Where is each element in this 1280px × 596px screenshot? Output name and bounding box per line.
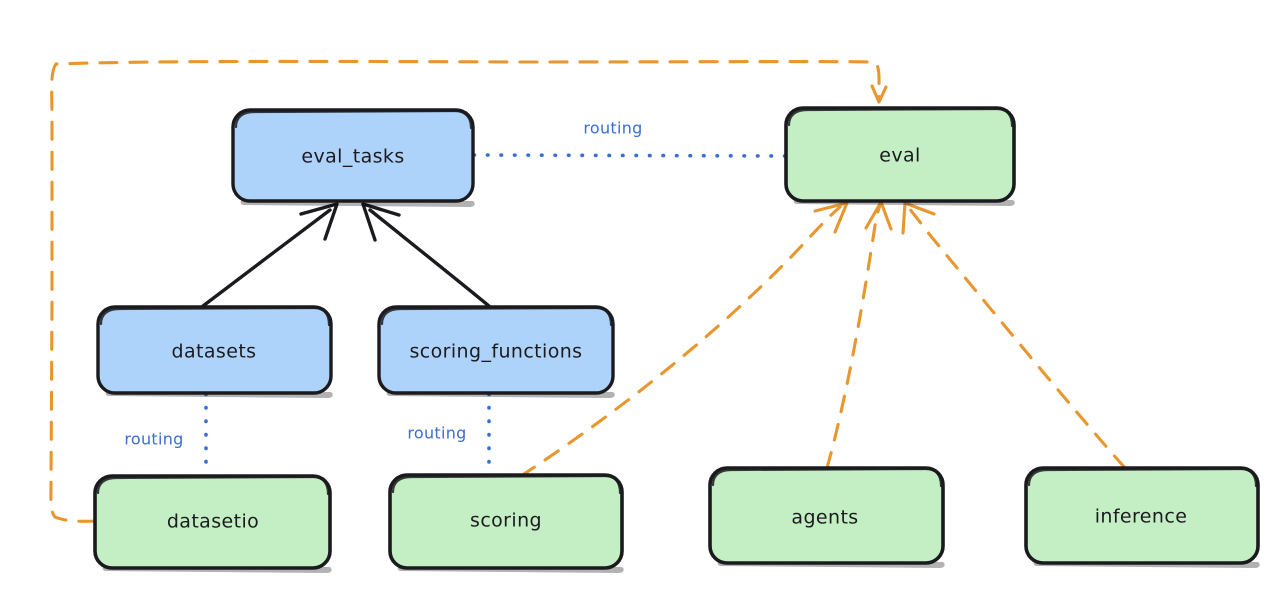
node-sketch-stroke: [1027, 467, 1258, 488]
edge-path: [368, 208, 491, 308]
edge-path: [49, 59, 881, 523]
node-sketch-stroke: [234, 109, 473, 130]
node-eval_tasks[interactable]: eval_tasks: [231, 108, 475, 207]
edge-inference-to-eval[interactable]: [901, 201, 1127, 470]
edge-label-routing-eval_tasks-eval: routing: [583, 119, 642, 138]
node-label: scoring_functions: [410, 341, 583, 363]
node-sketch-stroke: [391, 474, 622, 495]
node-label: agents: [791, 507, 858, 529]
edge-datasets-to-eval_tasks[interactable]: [201, 202, 339, 308]
arrowhead-icon: [901, 201, 936, 235]
arrowhead-icon: [299, 202, 339, 241]
node-eval[interactable]: eval: [784, 106, 1016, 206]
node-shape: [784, 106, 1016, 203]
edge-scoring_functions-to-eval_tasks[interactable]: [361, 202, 491, 308]
node-label: eval: [879, 145, 920, 167]
arrowhead-icon: [870, 84, 888, 104]
arrowhead-icon: [813, 201, 849, 234]
node-sketch-stroke: [380, 306, 613, 327]
edge-agents-to-eval[interactable]: [825, 200, 893, 470]
edge-datasetio-to-eval[interactable]: [49, 59, 888, 523]
node-shape: [377, 305, 615, 395]
node-label: datasets: [172, 341, 257, 363]
node-shape: [231, 108, 475, 203]
edge-path: [201, 208, 332, 308]
node-scoring[interactable]: scoring: [388, 473, 624, 573]
node-label: eval_tasks: [301, 146, 404, 168]
edge-path: [519, 205, 842, 478]
edge-eval_tasks-to-eval[interactable]: [472, 153, 788, 158]
node-label: inference: [1095, 506, 1188, 528]
nodes-layer: eval_tasks eval datasets scoring_functio…: [93, 106, 1260, 573]
edges-layer: [49, 59, 1127, 523]
edge-labels-layer: routing routing routing: [124, 119, 642, 449]
node-scoring_functions[interactable]: scoring_functions: [377, 305, 615, 398]
node-sketch-stroke: [787, 107, 1014, 128]
edge-path: [906, 205, 1127, 470]
edge-scoring-to-eval[interactable]: [519, 201, 849, 478]
node-datasetio[interactable]: datasetio: [93, 474, 332, 573]
edge-label-routing-datasets-datasetio: routing: [124, 430, 183, 449]
node-label: scoring: [470, 510, 542, 532]
edge-path: [472, 153, 788, 158]
node-shape: [708, 466, 945, 565]
node-agents[interactable]: agents: [708, 466, 945, 568]
node-shape: [93, 474, 332, 570]
arrowhead-icon: [361, 202, 401, 242]
node-sketch-stroke: [96, 475, 330, 496]
node-shape: [96, 305, 333, 395]
node-sketch-stroke: [711, 467, 943, 488]
edge-label-routing-scoring_functions-scoring: routing: [407, 424, 466, 443]
node-datasets[interactable]: datasets: [96, 305, 333, 398]
node-inference[interactable]: inference: [1024, 466, 1260, 568]
node-label: datasetio: [167, 511, 259, 533]
arrowhead-icon: [864, 200, 893, 231]
node-shape: [1024, 466, 1260, 565]
node-shape: [388, 473, 624, 570]
edge-path: [825, 203, 882, 470]
node-sketch-stroke: [99, 306, 331, 327]
